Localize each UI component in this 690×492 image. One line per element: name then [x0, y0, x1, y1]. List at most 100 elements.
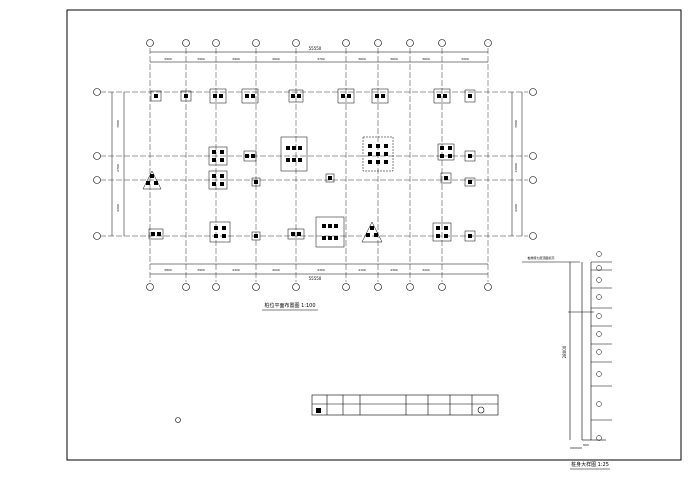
pile-caps: [142, 88, 476, 248]
pile: [286, 158, 290, 162]
pile-cap: [209, 221, 231, 243]
pile-detail: [522, 261, 612, 449]
axis-bubble: [438, 283, 446, 291]
table-circle-symbol: [477, 406, 485, 414]
pile: [220, 158, 224, 162]
span-dim-bottom: 4000: [272, 268, 280, 272]
span-dim-top: 3900: [197, 57, 205, 61]
axis-bubble: [93, 88, 101, 96]
pile-cap: [209, 88, 227, 104]
pile-cap: [280, 136, 308, 172]
axis-bubble: [182, 39, 190, 47]
dimension-lines: [111, 51, 523, 275]
sheet-frame: [66, 9, 682, 461]
pile: [437, 94, 441, 98]
pile: [376, 144, 380, 148]
axis-bubble: [529, 232, 537, 240]
span-dim-top: 3900: [232, 57, 240, 61]
pile: [146, 181, 150, 185]
pile: [334, 224, 338, 228]
pile: [375, 94, 379, 98]
pile: [381, 94, 385, 98]
rebar-circle: [596, 331, 602, 337]
pile: [286, 146, 290, 150]
pile-cap: [362, 136, 394, 172]
span-dim-left: 7000: [116, 120, 120, 128]
pile: [384, 152, 388, 156]
pile: [436, 226, 440, 230]
pile: [448, 154, 452, 158]
axis-bubble: [252, 283, 260, 291]
pile: [341, 94, 345, 98]
axis-bubble: [146, 283, 154, 291]
rebar-circle: [596, 265, 602, 271]
pile: [297, 94, 301, 98]
pile: [292, 146, 296, 150]
pile-cap: [180, 90, 192, 102]
axis-bubble: [93, 152, 101, 160]
pile: [444, 226, 448, 230]
pile: [220, 174, 224, 178]
pile: [368, 144, 372, 148]
pile-cap: [361, 221, 383, 243]
pile: [347, 94, 351, 98]
pile: [298, 146, 302, 150]
grid-lines-horizontal: [100, 91, 528, 237]
span-dim-top: 3600: [390, 57, 398, 61]
pile-cap: [325, 173, 335, 183]
pile: [212, 182, 216, 186]
pile-cap: [440, 172, 452, 184]
axis-bubble: [529, 176, 537, 184]
axis-bubble: [93, 232, 101, 240]
pile: [444, 234, 448, 238]
pile: [220, 150, 224, 154]
detail-note: 桩端持力层顶面标高: [527, 255, 554, 260]
pile-cap: [433, 88, 451, 104]
span-dim-right: 13900: [514, 163, 518, 173]
pile-cap: [243, 150, 257, 162]
axis-bubble: [484, 39, 492, 47]
pile: [468, 94, 472, 98]
pile-cap: [251, 231, 261, 241]
pile-cap: [432, 222, 452, 242]
pile: [368, 152, 372, 156]
axis-bubble: [374, 283, 382, 291]
pile-cap: [437, 143, 455, 161]
pile: [222, 234, 226, 238]
pile-cap: [464, 177, 476, 187]
pile: [154, 181, 158, 185]
detail-height: 28000: [562, 345, 567, 358]
span-dim-left: 2700: [116, 164, 120, 172]
pile: [150, 174, 154, 178]
axis-bubble: [252, 39, 260, 47]
pile-cap: [150, 90, 162, 102]
pile: [212, 174, 216, 178]
pile: [254, 234, 258, 238]
pile: [251, 94, 255, 98]
pile: [376, 152, 380, 156]
span-dim-bottom: 4300: [317, 268, 325, 272]
rebar-circle: [596, 277, 602, 283]
pile-cap: [464, 89, 476, 103]
axis-bubble: [484, 283, 492, 291]
pile: [322, 236, 326, 240]
span-dim-top: 3600: [422, 57, 430, 61]
pile: [212, 158, 216, 162]
pile: [436, 234, 440, 238]
pile: [368, 160, 372, 164]
pile: [384, 144, 388, 148]
pile-cap: [287, 228, 305, 240]
span-dim-top: 3700: [317, 57, 325, 61]
pile-cap: [251, 177, 261, 187]
rebar-circle: [596, 313, 602, 319]
axis-bubble: [406, 283, 414, 291]
axis-bubble: [182, 283, 190, 291]
pile-cap: [288, 89, 304, 103]
axis-bubble: [374, 39, 382, 47]
axis-bubble: [529, 152, 537, 160]
pile: [292, 158, 296, 162]
span-dim-top: 3200: [461, 57, 469, 61]
